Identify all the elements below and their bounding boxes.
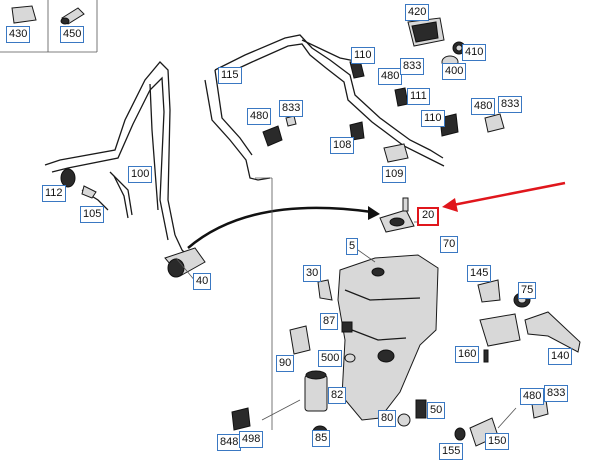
bracket-assembly: [479, 313, 521, 347]
part-label-833-left[interactable]: 833: [279, 100, 304, 117]
part-label-140[interactable]: 140: [548, 348, 573, 365]
connector-109: [383, 143, 409, 163]
hose-piece-icon: [60, 7, 85, 25]
part-label-20-highlighted[interactable]: 20: [417, 207, 440, 226]
part-label-80[interactable]: 80: [378, 410, 397, 427]
clip-87: [341, 321, 353, 333]
part-label-500[interactable]: 500: [318, 350, 343, 367]
part-label-50[interactable]: 50: [427, 402, 446, 419]
part-label-30[interactable]: 30: [303, 265, 322, 282]
connector-848-498: [231, 407, 251, 431]
part-label-90[interactable]: 90: [276, 355, 295, 372]
part-label-833-lower[interactable]: 833: [544, 385, 569, 402]
connector-105: [81, 185, 97, 199]
part-label-833-right[interactable]: 833: [498, 96, 523, 113]
part-label-480-left[interactable]: 480: [247, 108, 272, 125]
pipe-140: [524, 311, 581, 353]
part-label-420[interactable]: 420: [405, 4, 430, 21]
part-label-110-right[interactable]: 110: [421, 110, 445, 127]
connector-108: [349, 121, 365, 141]
legend-frame: [0, 0, 98, 53]
part-label-480-right[interactable]: 480: [471, 98, 496, 115]
cover-145: [477, 279, 501, 303]
grommet-155: [454, 427, 466, 441]
part-label-430[interactable]: 430: [6, 26, 31, 43]
part-label-115[interactable]: 115: [218, 67, 242, 84]
part-label-87[interactable]: 87: [320, 313, 339, 330]
hose-assembly-upper: [204, 34, 445, 181]
washer-reservoir: [337, 254, 439, 421]
clip-480-833-right: [484, 113, 505, 133]
part-label-450[interactable]: 450: [60, 26, 85, 43]
screw-160: [483, 349, 489, 363]
callout-arrow: [447, 181, 566, 208]
part-label-848[interactable]: 848: [217, 434, 242, 451]
part-label-400[interactable]: 400: [442, 63, 467, 80]
nozzle-housing-420: [407, 17, 445, 47]
nozzle-40: [164, 247, 206, 278]
pump-90: [289, 325, 311, 355]
part-label-111[interactable]: 111: [407, 88, 430, 105]
connector-112: [60, 168, 76, 188]
part-label-70[interactable]: 70: [440, 236, 459, 253]
hose-assembly-left: [44, 61, 191, 259]
filler-cap-20: [379, 197, 415, 233]
part-label-155[interactable]: 155: [439, 443, 464, 460]
part-label-108[interactable]: 108: [330, 137, 355, 154]
assembly-arrow: [187, 206, 373, 249]
leader-lines: [175, 177, 517, 430]
part-label-833-upper[interactable]: 833: [400, 58, 425, 75]
part-label-75[interactable]: 75: [518, 282, 537, 299]
part-label-160[interactable]: 160: [455, 346, 480, 363]
part-label-150[interactable]: 150: [485, 433, 510, 450]
part-label-105[interactable]: 105: [80, 206, 105, 223]
part-label-85[interactable]: 85: [312, 430, 331, 447]
part-label-5[interactable]: 5: [346, 238, 359, 255]
part-label-40[interactable]: 40: [193, 273, 212, 290]
part-label-100[interactable]: 100: [128, 166, 153, 183]
clip-480-833-upper: [262, 115, 297, 147]
gasket-icon: [11, 5, 37, 24]
part-label-110-upper[interactable]: 110: [351, 47, 375, 64]
part-label-82[interactable]: 82: [328, 387, 347, 404]
part-label-109[interactable]: 109: [382, 166, 407, 183]
part-label-112[interactable]: 112: [42, 185, 66, 202]
part-label-145[interactable]: 145: [467, 265, 492, 282]
part-label-410[interactable]: 410: [462, 44, 487, 61]
part-label-498[interactable]: 498: [239, 431, 264, 448]
fastener-500: [344, 353, 356, 363]
part-label-480-upper[interactable]: 480: [378, 68, 403, 85]
part-label-480-lower[interactable]: 480: [520, 388, 545, 405]
bracket-30: [317, 279, 333, 301]
seal-80: [397, 413, 411, 427]
callout-arrowhead: [442, 198, 458, 212]
assembly-arrowhead: [368, 206, 380, 220]
pump-82: [304, 370, 328, 412]
sensor-50: [415, 399, 427, 419]
